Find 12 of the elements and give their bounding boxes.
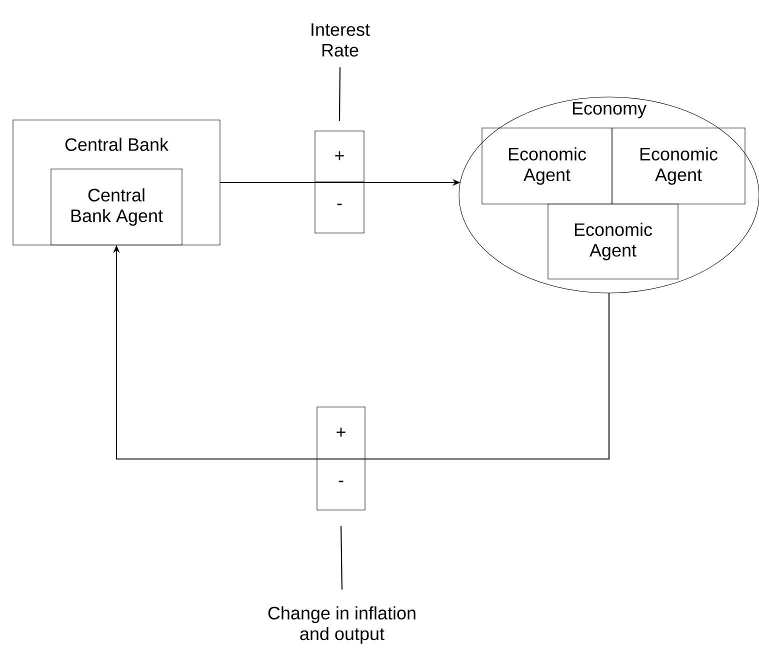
- agent-box: Economic Agent: [482, 128, 612, 204]
- connector-line: [338, 67, 341, 121]
- plus-box: +: [316, 406, 366, 460]
- agent-box: Economic Agent: [548, 204, 678, 280]
- plus-box: +: [314, 130, 364, 182]
- output-label: Change in inflation and output: [268, 606, 416, 644]
- minus-box: -: [314, 182, 364, 234]
- input-label: Interest Rate: [312, 23, 370, 57]
- minus-box: -: [316, 458, 366, 510]
- connector-line: [340, 526, 343, 590]
- agent-box: Central Bank Agent: [50, 168, 182, 246]
- agent-box: Economic Agent: [612, 128, 746, 204]
